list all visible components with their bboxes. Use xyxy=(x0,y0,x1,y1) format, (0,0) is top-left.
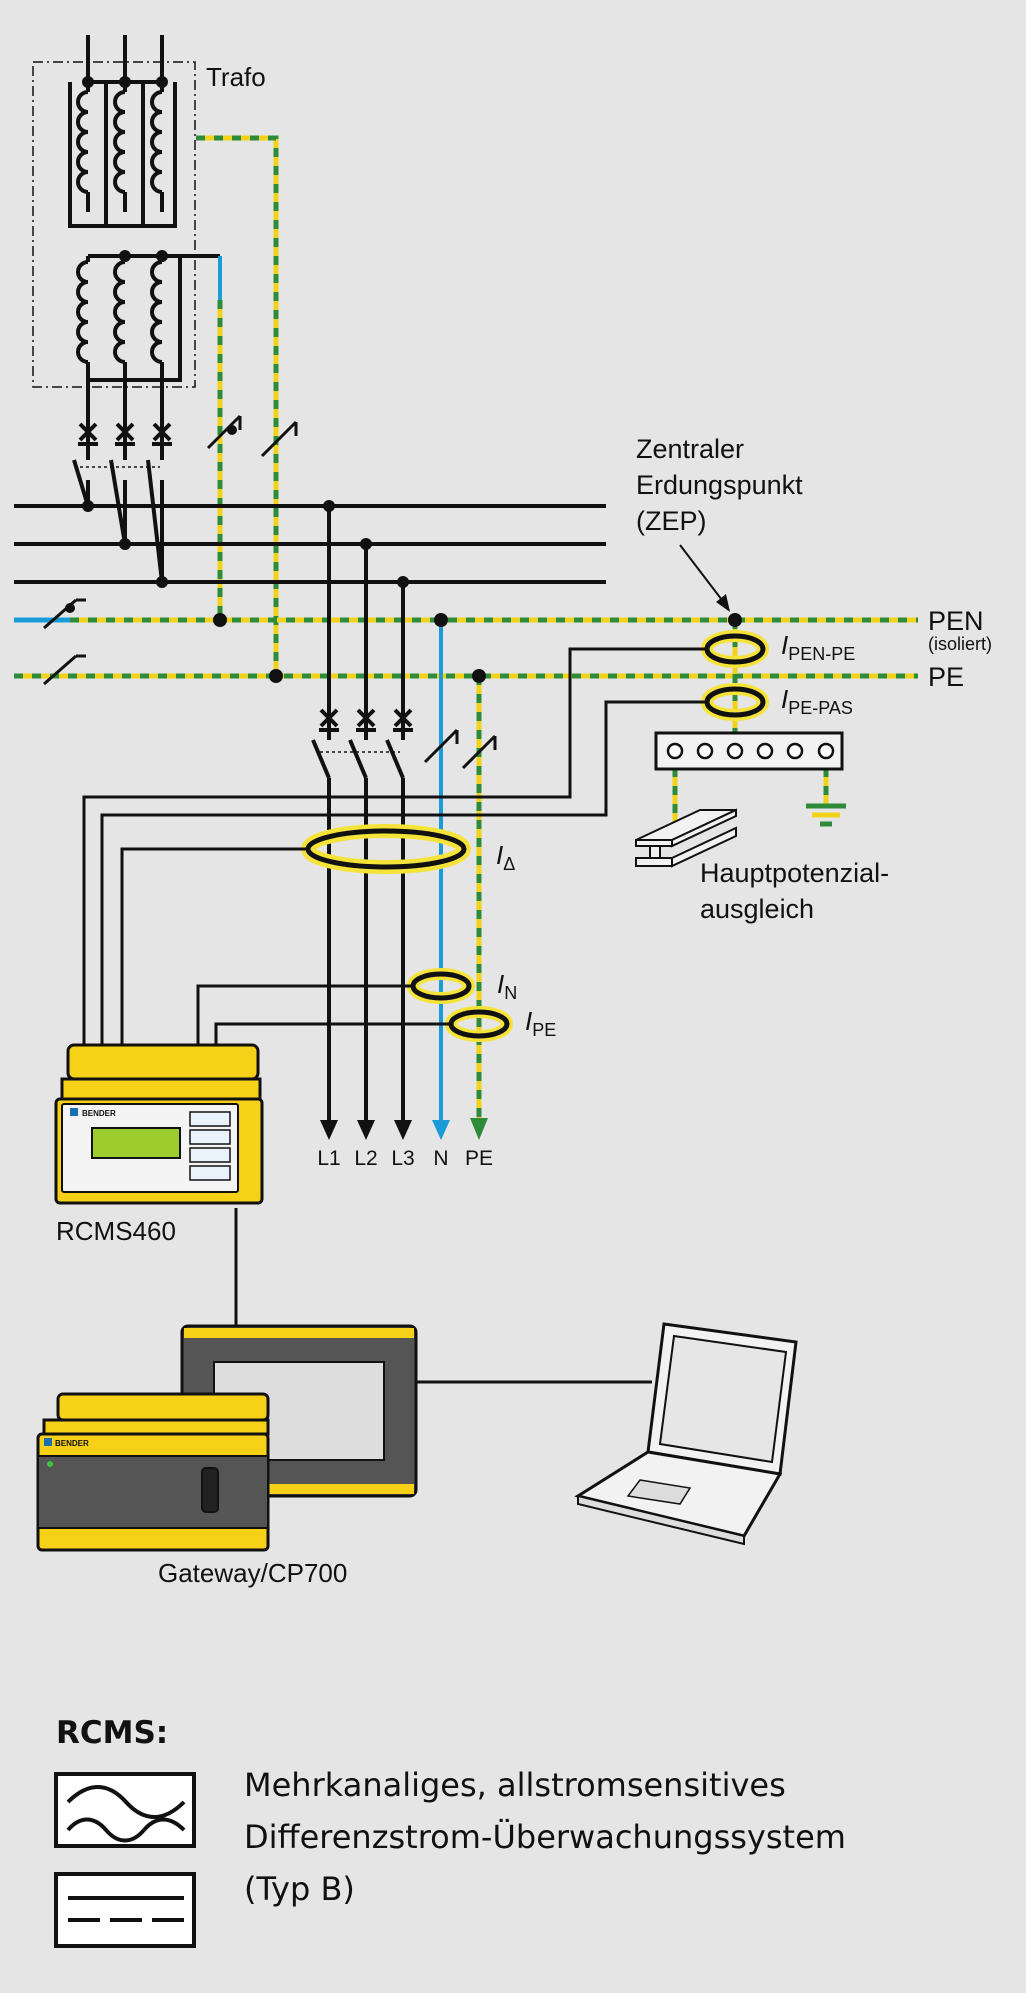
pe-conductors xyxy=(14,135,918,1118)
output-label-pe: PE xyxy=(465,1147,493,1170)
gateway-led xyxy=(47,1461,53,1467)
earth-ground-icon xyxy=(806,803,846,827)
transformer: Trafo xyxy=(32,35,266,388)
transformer-label: Trafo xyxy=(206,62,266,92)
hpa-label-1: Hauptpotenzial- xyxy=(700,858,889,888)
laptop-icon xyxy=(574,1322,798,1546)
incomer-breakers xyxy=(72,380,172,583)
ct-n-label: IN xyxy=(497,969,517,1003)
ct-delta-label: IΔ xyxy=(496,840,515,874)
output-label-l2: L2 xyxy=(354,1147,377,1170)
hpa-label-2: ausgleich xyxy=(700,894,814,924)
rcms-brand: BENDER xyxy=(82,1109,116,1118)
zep-label-3: (ZEP) xyxy=(636,506,707,536)
gateway-label: Gateway/CP700 xyxy=(158,1558,347,1588)
pe-label: PE xyxy=(928,662,964,692)
pen-isolated-label: (isoliert) xyxy=(928,634,992,654)
gateway-logo-icon xyxy=(44,1438,52,1446)
bender-logo-icon xyxy=(70,1108,78,1116)
ct-pe-label: IPE xyxy=(525,1006,556,1040)
rcms-display xyxy=(91,1127,181,1159)
dc-symbol xyxy=(54,1872,196,1948)
gateway-brand: BENDER xyxy=(55,1439,89,1448)
busbars xyxy=(14,504,606,584)
zep-label-2: Erdungspunkt xyxy=(636,470,803,500)
legend-line-1: Mehrkanaliges, allstromsensitives xyxy=(244,1766,786,1804)
feeder-lines xyxy=(311,506,413,1120)
legend-line-3: (Typ B) xyxy=(244,1870,355,1908)
serial-port-icon xyxy=(201,1467,219,1513)
rcms-label: RCMS460 xyxy=(56,1216,176,1246)
legend-title: RCMS: xyxy=(56,1715,168,1751)
steel-beam-icon xyxy=(635,808,737,868)
ct-pe-pas-label: IPE-PAS xyxy=(781,684,853,718)
equipotential-bar xyxy=(654,731,844,771)
gateway-device: BENDER xyxy=(36,1392,270,1552)
rcms460-device: BENDER xyxy=(54,1043,264,1205)
legend: RCMS: Mehrkanaliges, allstromsensitives … xyxy=(54,1715,846,1948)
output-arrows xyxy=(320,1118,488,1140)
rcms-button-1 xyxy=(189,1111,231,1127)
transformer-housing xyxy=(32,61,196,388)
zep-node xyxy=(728,613,742,627)
ct-pen-pe-label: IPEN-PE xyxy=(781,630,855,664)
output-label-n: N xyxy=(433,1147,448,1170)
rcms-button-2 xyxy=(189,1129,231,1145)
rcms-button-3 xyxy=(189,1147,231,1163)
output-label-l1: L1 xyxy=(317,1147,340,1170)
pen-label: PEN xyxy=(928,606,984,636)
zep-label-1: Zentraler xyxy=(636,434,744,464)
measurement-wiring xyxy=(82,647,707,1384)
rcms-button-4 xyxy=(189,1165,231,1181)
output-label-l3: L3 xyxy=(391,1147,414,1170)
legend-line-2: Differenzstrom-Überwachungssystem xyxy=(244,1818,846,1856)
